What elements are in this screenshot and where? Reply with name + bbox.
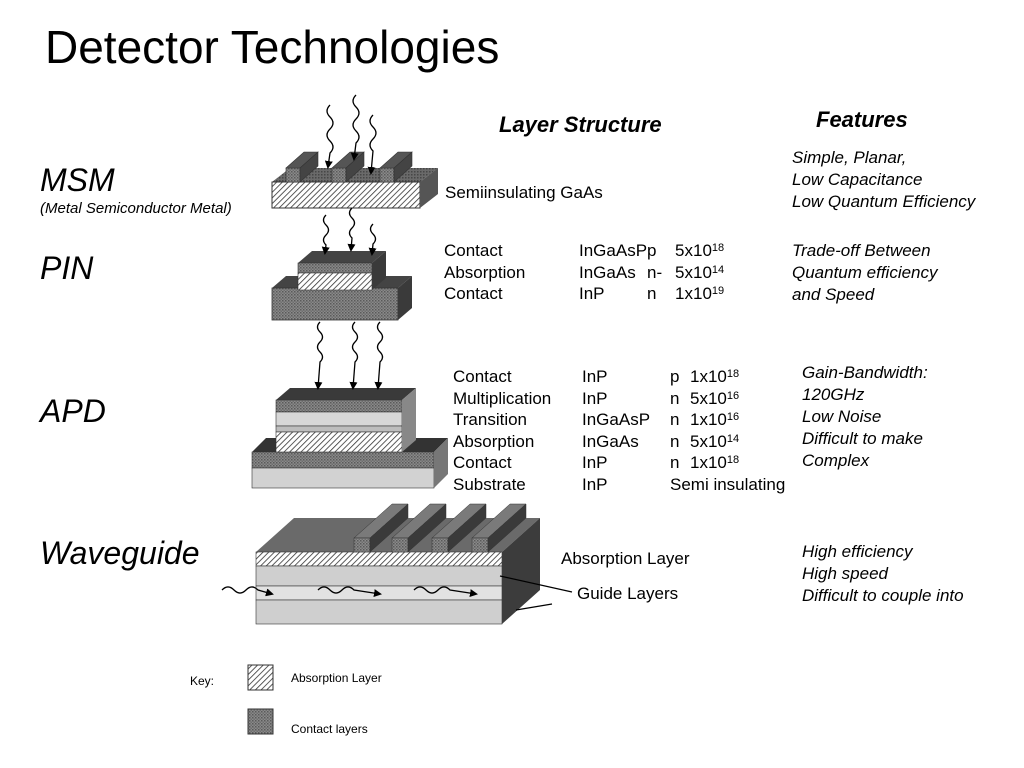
pin-features: Trade-off Between Quantum efficiency and… — [792, 240, 938, 306]
table-row: Multiplication InP n 5x1016 — [453, 388, 740, 408]
features-header: Features — [816, 107, 908, 132]
table-row: Contact InP n 1x1019 — [444, 284, 725, 304]
feature-line: and Speed — [792, 285, 875, 304]
msm-structure-text: Semiinsulating GaAs — [445, 183, 603, 202]
waveguide-features: High efficiency High speed Difficult to … — [802, 541, 964, 607]
feature-line: Trade-off Between — [792, 241, 931, 260]
key-contact-label: Contact layers — [291, 722, 368, 736]
feature-line: Difficult to couple into — [802, 586, 964, 605]
apd-layer-table: Contact InP p 1x1018 Multiplication InP … — [453, 366, 785, 496]
feature-line: Difficult to make — [802, 429, 923, 448]
key-absorption-label: Absorption Layer — [291, 671, 382, 685]
waveguide-structure — [221, 503, 573, 625]
table-row: Contact InP p 1x1018 — [453, 367, 740, 386]
waveguide-guide-label: Guide Layers — [577, 584, 679, 603]
feature-line: High speed — [802, 564, 889, 583]
feature-line: 120GHz — [802, 385, 865, 404]
table-row: Absorption InGaAs n- 5x1014 — [444, 262, 725, 282]
feature-line: Quantum efficiency — [792, 263, 938, 282]
waveguide-label: Waveguide — [40, 535, 200, 571]
key-label: Key: — [190, 674, 215, 688]
apd-label: APD — [40, 393, 106, 429]
apd-features: Gain-Bandwidth: 120GHz Low Noise Difficu… — [802, 362, 928, 472]
table-row: Contact InGaAsP p 5x1018 — [444, 241, 725, 260]
msm-features: Simple, Planar, Low Capacitance Low Quan… — [792, 147, 975, 213]
feature-line: Low Noise — [802, 407, 882, 426]
table-row: Transition InGaAsP n 1x1016 — [453, 410, 740, 430]
feature-line: Complex — [802, 451, 870, 470]
table-row: Substrate InP Semi insulating — [453, 474, 786, 494]
feature-line: Low Capacitance — [792, 170, 923, 189]
table-row: Contact InP n 1x1018 — [453, 453, 740, 473]
waveguide-absorption-label: Absorption Layer — [561, 549, 690, 568]
page-title: Detector Technologies — [45, 21, 500, 73]
feature-line: Gain-Bandwidth: — [802, 363, 928, 382]
table-row: Absorption InGaAs n 5x1014 — [453, 431, 740, 451]
msm-structure — [271, 94, 438, 209]
pin-layer-table: Contact InGaAsP p 5x1018 Absorption InGa… — [444, 240, 724, 305]
pin-label: PIN — [40, 250, 94, 286]
apd-structure — [251, 321, 448, 489]
key-contact-swatch — [247, 708, 274, 735]
layer-structure-header: Layer Structure — [499, 112, 662, 137]
feature-line: High efficiency — [802, 542, 913, 561]
msm-label: MSM — [40, 162, 115, 198]
key-absorption-swatch — [247, 664, 274, 691]
pin-structure — [271, 207, 412, 321]
msm-sublabel: (Metal Semiconductor Metal) — [40, 200, 232, 217]
feature-line: Simple, Planar, — [792, 148, 907, 167]
feature-line: Low Quantum Efficiency — [792, 192, 976, 211]
